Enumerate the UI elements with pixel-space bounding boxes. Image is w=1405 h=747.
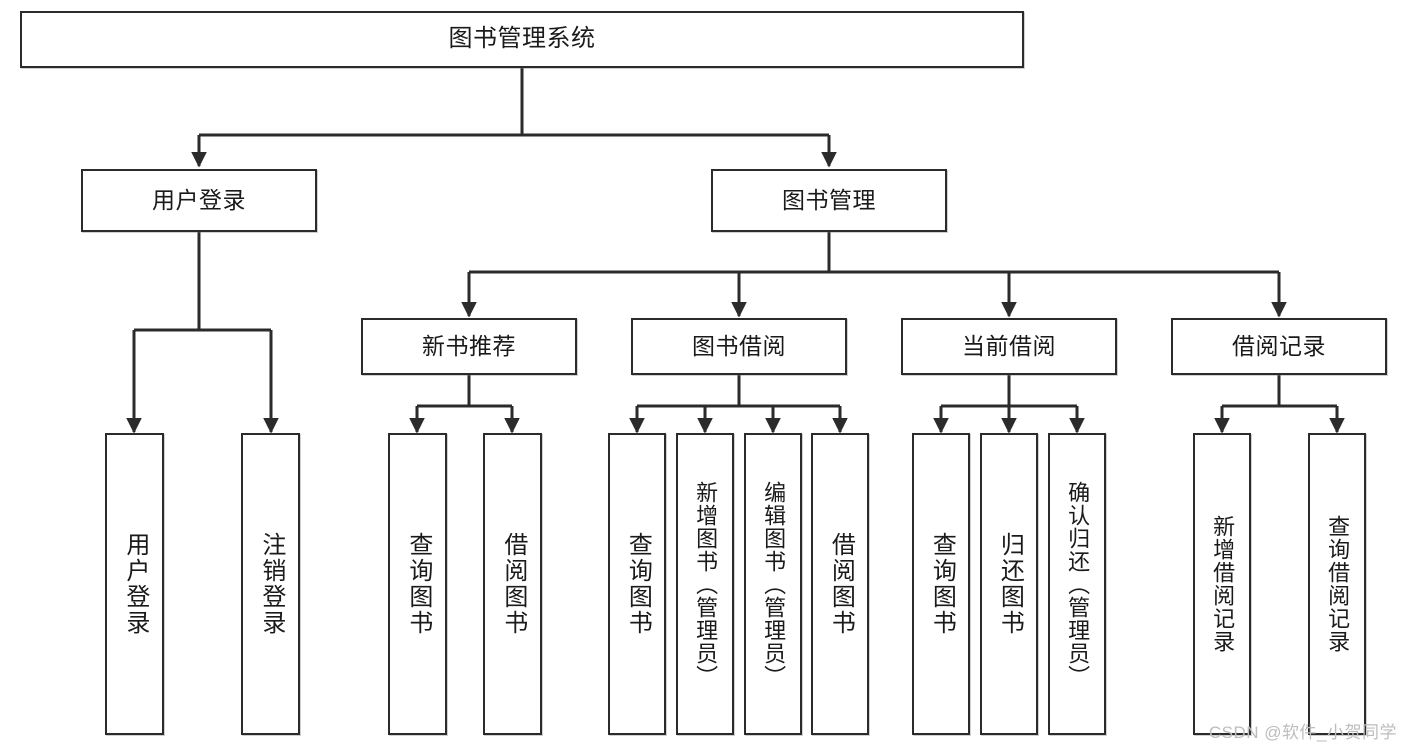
leaf-book-borrow-edit-book-admin[interactable]: 编辑图书（管理员） — [744, 433, 802, 735]
node-label: 借阅图书 — [827, 532, 855, 636]
node-label: 编辑图书（管理员） — [761, 480, 787, 688]
node-label: 查询借阅记录 — [1325, 515, 1351, 653]
node-label: 当前借阅 — [962, 332, 1056, 359]
node-label: 借阅记录 — [1232, 332, 1326, 359]
node-label: 确认归还（管理员） — [1065, 480, 1091, 688]
node-label: 图书借阅 — [692, 332, 786, 359]
leaf-new-book-borrow-book[interactable]: 借阅图书 — [483, 433, 542, 735]
node-label: 新书推荐 — [422, 332, 516, 359]
leaf-borrow-record-query-record[interactable]: 查询借阅记录 — [1308, 433, 1366, 735]
node-user-login[interactable]: 用户登录 — [81, 169, 317, 232]
node-label: 新增借阅记录 — [1210, 515, 1236, 653]
node-label: 借阅图书 — [499, 532, 527, 636]
leaf-book-borrow-borrow-book[interactable]: 借阅图书 — [811, 433, 869, 735]
leaf-user-login-logout[interactable]: 注销登录 — [241, 433, 300, 735]
node-label: 查询图书 — [928, 532, 956, 636]
leaf-new-book-query-book[interactable]: 查询图书 — [388, 433, 447, 735]
leaf-borrow-record-add-record[interactable]: 新增借阅记录 — [1193, 433, 1251, 735]
node-new-book-recommend[interactable]: 新书推荐 — [361, 318, 577, 375]
node-label: 归还图书 — [996, 532, 1024, 636]
node-label: 用户登录 — [152, 186, 246, 213]
leaf-user-login-user-login[interactable]: 用户登录 — [105, 433, 164, 735]
node-label: 图书管理系统 — [448, 25, 596, 53]
node-label: 查询图书 — [404, 532, 432, 636]
node-book-borrow[interactable]: 图书借阅 — [631, 318, 847, 375]
leaf-book-borrow-query-book[interactable]: 查询图书 — [608, 433, 666, 735]
node-current-borrow[interactable]: 当前借阅 — [901, 318, 1117, 375]
node-label: 注销登录 — [257, 532, 285, 636]
node-root-book-management-system[interactable]: 图书管理系统 — [20, 11, 1024, 68]
leaf-current-borrow-return-book[interactable]: 归还图书 — [980, 433, 1038, 735]
leaf-current-borrow-query-book[interactable]: 查询图书 — [912, 433, 970, 735]
node-label: 查询图书 — [624, 532, 652, 636]
csdn-watermark: CSDN @软件_小贺同学 — [1208, 723, 1397, 742]
node-label: 新增图书（管理员） — [693, 480, 719, 688]
node-label: 图书管理 — [782, 186, 876, 213]
node-borrow-record[interactable]: 借阅记录 — [1171, 318, 1387, 375]
node-label: 用户登录 — [121, 532, 149, 636]
node-book-management[interactable]: 图书管理 — [711, 169, 947, 232]
leaf-current-borrow-confirm-return-admin[interactable]: 确认归还（管理员） — [1048, 433, 1106, 735]
leaf-book-borrow-add-book-admin[interactable]: 新增图书（管理员） — [676, 433, 734, 735]
